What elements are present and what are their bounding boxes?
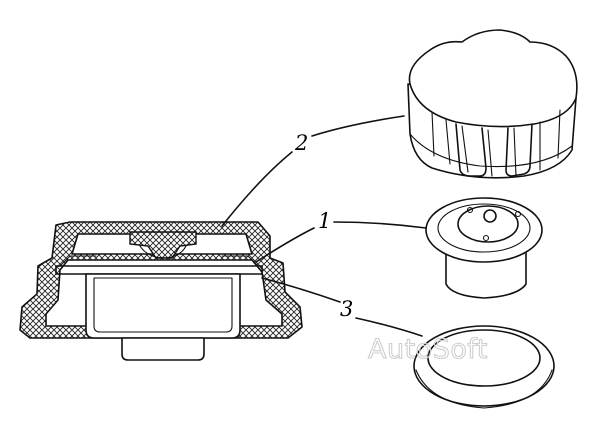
gasket-part [413, 325, 555, 409]
leader-line-1 [255, 221, 427, 263]
valve-center-hole [483, 209, 497, 223]
watermark-text: AutoSoft [368, 334, 488, 365]
gasket-inner [427, 329, 541, 387]
cap-grip-ribs [431, 109, 561, 177]
valve-cup-body [85, 273, 241, 339]
valve-rivet-2 [514, 210, 522, 218]
cap-top-dome [408, 29, 578, 128]
sectioned-cap-assembly [19, 221, 303, 361]
leader-line-2 [221, 115, 405, 227]
leader-line-3 [261, 277, 423, 337]
stem-spring-line [139, 245, 187, 259]
valve-part [425, 197, 543, 299]
plate-edge-left [59, 255, 97, 267]
valve-cup-inner [93, 277, 233, 333]
cap-rib-right [505, 123, 533, 177]
valve-cup-boss [121, 337, 205, 361]
label-part-2: 2 [294, 131, 308, 155]
cap-rib-front [455, 123, 487, 177]
valve-plate [55, 265, 263, 275]
cap-bottom-edge [409, 133, 573, 168]
label-part-1: 1 [318, 209, 331, 233]
valve-flange-inner [437, 203, 531, 253]
gasket-thickness [415, 369, 553, 409]
valve-rivet-3 [482, 234, 490, 242]
label-part-3: 3 [340, 297, 353, 321]
valve-rivet-1 [466, 206, 474, 214]
radiator-cap-part [407, 29, 578, 179]
valve-dome [457, 205, 519, 243]
cap-central-stem [129, 231, 197, 259]
plate-edge-right [221, 255, 259, 267]
